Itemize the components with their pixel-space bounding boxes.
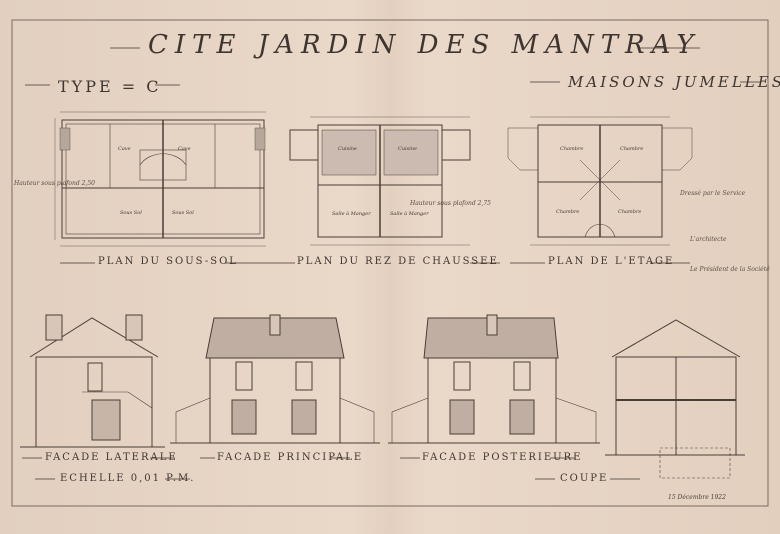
svg-text:Chambre: Chambre <box>560 146 583 152</box>
svg-text:Sous Sol: Sous Sol <box>120 210 142 216</box>
sheet-border <box>11 19 769 507</box>
caption-upper-plan: PLAN DE L'ETAGE <box>548 256 675 267</box>
svg-text:Chambre: Chambre <box>618 209 641 215</box>
title-rules <box>25 47 760 86</box>
svg-text:Cave: Cave <box>118 146 131 152</box>
scale-label: ECHELLE 0,01 P.M. <box>60 473 196 484</box>
rear-elevation <box>388 314 600 444</box>
note-approved: Le Président de la Société <box>690 266 770 273</box>
svg-text:Salle à Manger: Salle à Manger <box>332 210 371 217</box>
note-ground-height: Hauteur sous plafond 2,75 <box>410 200 491 207</box>
svg-text:Cave: Cave <box>178 146 191 152</box>
ground-room-labels: Cuisine Cuisine Salle à Manger Salle à Man… <box>332 146 429 217</box>
caption-rear-elevation: FACADE POSTERIEURE <box>422 452 583 463</box>
note-prepared-by: Dressé par le Service <box>680 190 746 197</box>
caption-basement-plan: PLAN DU SOUS-SOL <box>98 256 238 267</box>
caption-side-elevation: FACADE LATERALE <box>45 452 178 463</box>
main-elevation <box>170 314 380 444</box>
upper-floor-plan <box>507 116 693 246</box>
svg-text:Cuisine: Cuisine <box>398 146 417 152</box>
sheet-date: 15 Décembre 1922 <box>668 494 726 501</box>
caption-ground-plan: PLAN DU REZ DE CHAUSSEE <box>297 256 499 267</box>
side-elevation <box>20 314 165 448</box>
caption-main-elevation: FACADE PRINCIPALE <box>217 452 364 463</box>
basement-room-labels: Cave Cave Sous Sol Sous Sol <box>118 146 194 216</box>
svg-text:Chambre: Chambre <box>556 209 579 215</box>
svg-text:Cuisine: Cuisine <box>338 146 357 152</box>
sheet-title: CITE JARDIN DES MANTRAY <box>148 30 701 60</box>
note-architect: L'architecte <box>690 236 727 243</box>
basement-plan <box>54 111 266 247</box>
svg-text:Sous Sol: Sous Sol <box>172 210 194 216</box>
caption-section: COUPE <box>560 473 609 484</box>
house-kind-label: MAISONS JUMELLES <box>568 73 780 91</box>
note-basement-height: Hauteur sous plafond 2,50 <box>14 180 95 187</box>
svg-text:Chambre: Chambre <box>620 146 643 152</box>
section-cut <box>605 319 745 479</box>
elevation-caption-rules <box>22 457 640 480</box>
svg-text:Salle à Manger: Salle à Manger <box>390 210 429 217</box>
type-label: TYPE = C <box>58 77 162 96</box>
ground-floor-plan <box>289 116 471 246</box>
